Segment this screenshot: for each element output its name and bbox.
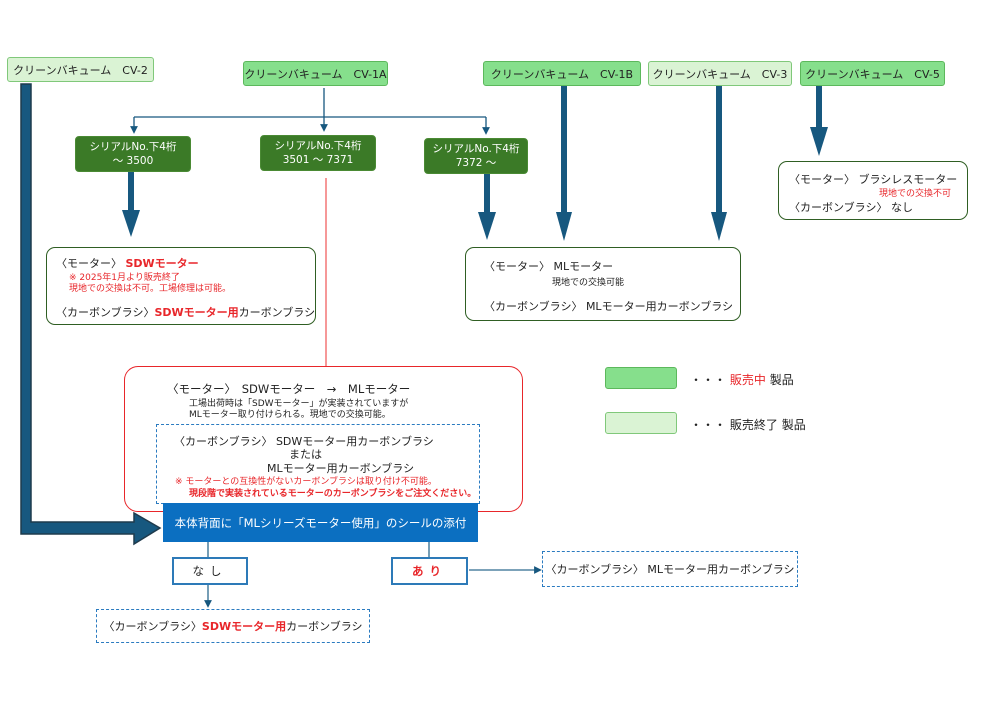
legend-ended-status: 販売終了: [729, 418, 778, 432]
sdw-motor-box: 〈モーター〉 SDWモーター ※ 2025年1月より販売終了 現地での交換は不可…: [46, 247, 316, 325]
model-cv2-label: クリーンバキューム CV-2: [13, 63, 148, 77]
model-cv1a: クリーンバキューム CV-1A: [243, 61, 388, 86]
sdw-motor-label: 〈モーター〉: [56, 257, 122, 270]
model-cv1b: クリーンバキューム CV-1B: [483, 61, 641, 86]
legend-active-suffix: 製品: [769, 373, 794, 387]
serial-range-2-line2: 3501 ～ 7371: [282, 154, 354, 166]
transition-warning-2: 現段階で実装されているモーターのカーボンブラシをご注文ください。: [189, 489, 477, 499]
legend-active-swatch: [605, 367, 677, 389]
model-cv5-label: クリーンバキューム CV-5: [805, 67, 940, 81]
sdw-note-2: 現地での交換は不可。工場修理は可能。: [69, 284, 232, 294]
brushless-note: 現地での交換不可: [879, 189, 952, 199]
model-cv5: クリーンバキューム CV-5: [800, 61, 945, 86]
ml-brush-text: 〈カーボンブラシ〉 MLモーター用カーボンブラシ: [484, 300, 734, 313]
brushless-motor-text: 〈モーター〉 ブラシレスモーター: [789, 173, 958, 186]
legend-active-dots: ・・・: [690, 373, 727, 387]
arrow-serial1-to-sdw: [122, 170, 140, 237]
serial-range-3-line2: 7372 ～: [455, 157, 497, 169]
ml-motor-text: 〈モーター〉 MLモーター: [484, 260, 614, 273]
legend-ended-suffix: 製品: [781, 418, 806, 432]
model-cv3: クリーンバキューム CV-3: [648, 61, 792, 86]
transition-note-1: 工場出荷時は「SDWモーター」が実装されていますが: [189, 399, 409, 409]
arrow-cv3-to-ml: [711, 86, 727, 241]
result-no-value-red: SDWモーター用: [201, 620, 287, 633]
result-no-box: 〈カーボンブラシ〉SDWモーター用カーボンブラシ: [96, 609, 370, 643]
seal-check-bar: 本体背面に「MLシリーズモーター使用」のシールの添付: [163, 503, 478, 542]
arrow-serial3-to-ml: [478, 173, 496, 240]
transition-brush-1: 〈カーボンブラシ〉 SDWモーター用カーボンブラシ: [174, 435, 434, 448]
result-no-value-rest: カーボンブラシ: [286, 620, 363, 633]
choice-no-label: なし: [192, 564, 228, 578]
transition-warning-1: ※ モーターとの互換性がないカーボンブラシは取り付け不可能。: [175, 477, 437, 487]
serial-range-1-line1: シリアルNo.下4桁: [89, 140, 177, 153]
brushless-motor-box: 〈モーター〉 ブラシレスモーター 現地での交換不可 〈カーボンブラシ〉 なし: [778, 161, 968, 220]
result-no-label: 〈カーボンブラシ〉: [103, 620, 202, 633]
seal-check-text: 本体背面に「MLシリーズモーター使用」のシールの添付: [174, 515, 467, 530]
arrow-cv1b-to-ml: [556, 82, 572, 241]
choice-yes-label: あり: [412, 564, 447, 578]
transition-brush-box: 〈カーボンブラシ〉 SDWモーター用カーボンブラシ または MLモーター用カーボ…: [156, 424, 480, 504]
result-yes-text: 〈カーボンブラシ〉 MLモーター用カーボンブラシ: [545, 563, 795, 576]
serial-range-3-line1: シリアルNo.下4桁: [432, 142, 520, 155]
sdw-brush-label: 〈カーボンブラシ〉: [56, 306, 155, 319]
result-yes-box: 〈カーボンブラシ〉 MLモーター用カーボンブラシ: [542, 551, 798, 587]
model-cv1b-label: クリーンバキューム CV-1B: [490, 67, 634, 81]
legend-ended-dots: ・・・: [690, 418, 727, 432]
serial-range-1: シリアルNo.下4桁 ～ 3500: [75, 136, 191, 172]
model-cv3-label: クリーンバキューム CV-3: [652, 67, 788, 81]
transition-motor-text: 〈モーター〉 SDWモーター → MLモーター: [167, 382, 411, 396]
serial-range-2: シリアルNo.下4桁 3501 ～ 7371: [260, 135, 376, 171]
serial-range-2-line1: シリアルNo.下4桁: [274, 139, 362, 152]
choice-yes: あり: [391, 557, 468, 585]
model-cv2: クリーンバキューム CV-2: [7, 57, 154, 82]
legend-active: ・・・ 販売中 製品: [690, 371, 794, 388]
model-cv1a-label: クリーンバキューム CV-1A: [244, 67, 387, 81]
legend-active-status: 販売中: [729, 373, 766, 387]
legend-ended-swatch: [605, 412, 677, 434]
brushless-brush-text: 〈カーボンブラシ〉 なし: [789, 201, 913, 214]
sdw-brush-value-red: SDWモーター用: [154, 306, 239, 319]
serial-range-3: シリアルNo.下4桁 7372 ～: [424, 138, 528, 174]
ml-motor-note: 現地での交換可能: [552, 278, 625, 288]
transition-note-2: MLモーター取り付けられる。現地での交換可能。: [189, 410, 391, 420]
sdw-brush-value-rest: カーボンブラシ: [238, 306, 316, 319]
arrow-cv5-to-brushless: [810, 86, 828, 156]
legend-ended: ・・・ 販売終了 製品: [690, 416, 806, 433]
choice-no: なし: [172, 557, 248, 585]
transition-brush-2: MLモーター用カーボンブラシ: [267, 462, 415, 475]
serial-range-1-line2: ～ 3500: [112, 155, 154, 167]
ml-motor-box: 〈モーター〉 MLモーター 現地での交換可能 〈カーボンブラシ〉 MLモーター用…: [465, 247, 741, 321]
sdw-motor-value: SDWモーター: [125, 257, 199, 270]
sdw-note-1: ※ 2025年1月より販売終了: [69, 273, 180, 283]
transition-brush-or: または: [289, 448, 322, 461]
